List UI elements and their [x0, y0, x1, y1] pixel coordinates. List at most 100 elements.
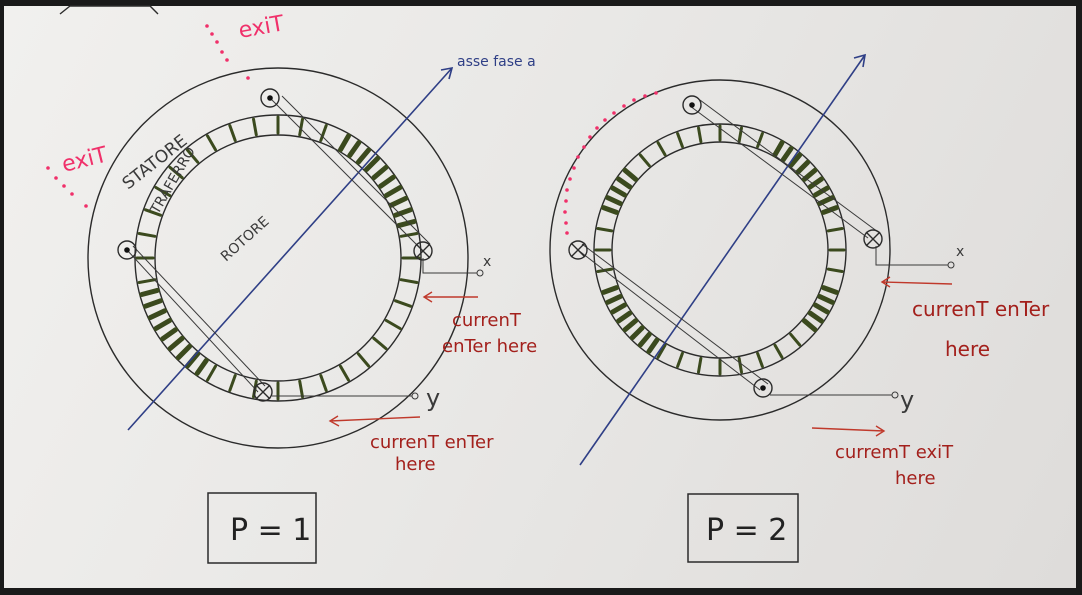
winding-slot-mark	[377, 174, 396, 189]
winding-slot-mark	[137, 232, 157, 238]
exit-label-top: exiT	[237, 11, 287, 44]
winding-slot-mark	[780, 145, 794, 163]
winding-slot-mark	[153, 318, 173, 331]
current-arrow-y-right	[811, 425, 886, 437]
winding-slot-mark	[812, 302, 830, 315]
coil-link-bottom-right	[132, 245, 266, 387]
stator-outer-circle-right	[549, 79, 891, 421]
current-arrow-y-left	[328, 415, 421, 427]
winding-slot-mark	[394, 299, 412, 308]
winding-slot-mark	[807, 176, 825, 190]
axis-label: asse fase a	[457, 54, 536, 70]
winding-slot-mark	[801, 167, 818, 182]
winding-slot-mark	[228, 374, 237, 392]
winding-slot-mark	[637, 331, 652, 348]
winding-slot-mark	[795, 159, 811, 175]
winding-slot-mark	[615, 310, 633, 324]
winding-slot-mark	[319, 374, 328, 392]
terminal-y-right	[891, 391, 899, 399]
current-x-right-line1: currenT enTer	[912, 297, 1050, 321]
conductor-dot-top-right	[682, 95, 702, 115]
winding-slot-mark	[184, 351, 201, 369]
conductor-cross-bottom-mark	[255, 384, 271, 400]
current-y-left-line2: here	[395, 454, 436, 475]
winding-slot-mark	[697, 126, 703, 144]
winding-slot-mark	[773, 343, 784, 359]
winding-slot-mark	[396, 219, 417, 229]
coil-link-right-a	[689, 105, 869, 239]
winding-slot-mark	[601, 285, 620, 295]
winding-slot-mark	[298, 379, 304, 399]
winding-slot-mark	[826, 227, 844, 233]
pole-label-right: P = 2	[706, 513, 787, 548]
conductor-cross-right-2	[863, 229, 883, 249]
conductor-dot-top-right-mark	[689, 102, 695, 108]
conductor-dot-left-mark	[124, 247, 130, 253]
winding-slot-mark	[801, 318, 818, 333]
winding-slot-mark	[206, 364, 217, 382]
winding-slot-mark	[175, 343, 193, 361]
pole-label-left: P = 1	[230, 513, 311, 548]
coil-link-bottom-left	[126, 249, 259, 393]
axis-arrowhead-left	[440, 66, 454, 80]
winding-slot-mark	[388, 195, 409, 208]
terminal-x-right	[947, 261, 955, 269]
winding-slot-mark	[605, 294, 623, 305]
winding-slot-mark	[206, 134, 217, 152]
current-x-right-line2: here	[945, 337, 990, 361]
machine-right: x y currenT enTer here curremT exiT here…	[549, 53, 1050, 563]
winding-slot-mark	[167, 335, 185, 352]
winding-slot-mark	[788, 152, 803, 169]
winding-slot-mark	[676, 351, 684, 368]
winding-slot-mark	[355, 147, 372, 165]
winding-slot-mark	[228, 124, 237, 142]
conductor-dot-top	[260, 88, 280, 108]
terminal-x-left	[476, 269, 484, 277]
winding-slot-mark	[646, 337, 660, 355]
conductor-dot-bottom-right	[753, 378, 773, 398]
winding-slot-mark	[185, 148, 200, 164]
terminal-y-left	[411, 392, 419, 400]
winding-slot-mark	[143, 298, 163, 309]
coil-link-top-right	[281, 95, 431, 245]
winding-slot-mark	[347, 140, 362, 159]
winding-slot-mark	[252, 117, 258, 137]
lead-x-right	[875, 246, 948, 266]
winding-slot-mark	[399, 278, 419, 284]
winding-slot-mark	[137, 278, 157, 284]
current-y-right-line1: curremT exiT	[835, 442, 954, 463]
winding-slot-mark	[756, 132, 764, 149]
winding-slot-mark	[789, 332, 802, 347]
winding-slot-mark	[610, 185, 628, 198]
coil-link-top-left	[269, 97, 421, 249]
winding-slot-mark	[384, 319, 402, 330]
winding-slot-mark	[194, 357, 209, 376]
terminal-y-label-right: y	[900, 386, 914, 414]
rotor-circle-right	[611, 141, 829, 359]
winding-slot-mark	[372, 336, 388, 351]
exit-label-left: exiT	[59, 142, 110, 177]
winding-slot-mark	[615, 176, 633, 190]
winding-slot-mark	[371, 164, 389, 181]
phase-axis-right	[579, 54, 866, 466]
winding-slot-mark	[160, 327, 179, 342]
conductor-dot-top-mark	[267, 95, 273, 101]
winding-slot-mark	[756, 351, 764, 368]
conductor-cross-left-2-mark	[570, 242, 586, 258]
current-x-left-line1: currenT	[452, 310, 522, 331]
winding-slot-mark	[147, 308, 168, 321]
winding-slot-mark	[605, 195, 623, 206]
winding-slot-mark	[154, 186, 172, 197]
conductor-dot-left	[117, 240, 137, 260]
winding-slot-mark	[656, 141, 667, 157]
winding-slot-mark	[383, 185, 403, 198]
winding-slot-mark	[656, 343, 667, 359]
winding-slot-mark	[298, 117, 304, 137]
rotor-circle	[154, 134, 402, 382]
current-arrow-x-right	[880, 276, 953, 288]
current-x-left-line2: enTer here	[442, 336, 537, 357]
winding-slot-mark	[139, 287, 160, 297]
axis-arrowhead-right	[853, 53, 866, 68]
winding-slot-mark	[393, 207, 413, 218]
